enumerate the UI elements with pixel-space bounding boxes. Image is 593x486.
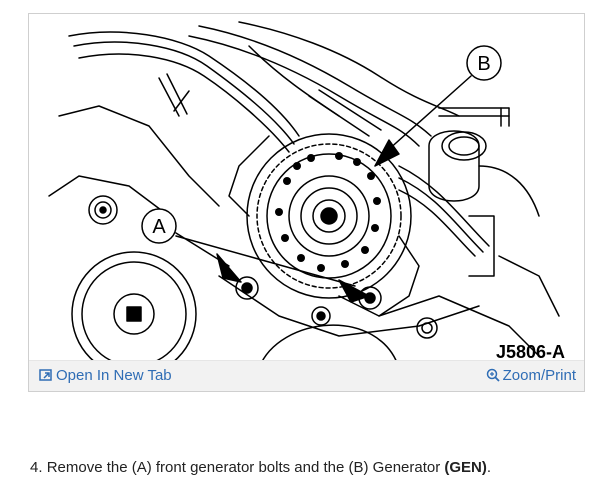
filler-cap (428, 130, 540, 217)
step-text: Remove the (A) front generator bolts and… (46, 459, 441, 476)
generator-body (228, 133, 420, 317)
wiring-harness (68, 21, 460, 153)
bolt-a-left (235, 276, 259, 300)
generator-diagram: A B J5806-A (48, 21, 565, 368)
callout-b: B (374, 45, 502, 167)
figure-container: A B J5806-A Open In New Tab Zoom/Print (28, 13, 585, 392)
lower-left-pulley (71, 251, 197, 368)
callout-a-label: A (152, 216, 166, 238)
left-bolt (88, 195, 118, 225)
lower-middle-pulley (258, 306, 400, 368)
step-bold-term: (GEN) (444, 459, 487, 476)
callout-b-label: B (477, 53, 490, 75)
figure-id: J5806-A (496, 342, 565, 362)
step-number: 4. (30, 459, 43, 476)
zoom-print-label: Zoom/Print (502, 367, 576, 384)
open-in-new-tab-link[interactable]: Open In New Tab (39, 367, 172, 385)
step-text-end: . (486, 459, 492, 476)
step-instruction: 4. Remove the (A) front generator bolts … (30, 459, 491, 476)
callout-a: A (141, 208, 370, 303)
magnifier-icon (486, 368, 500, 382)
zoom-print-link[interactable]: Zoom/Print (486, 367, 576, 385)
lower-right-bolt (416, 317, 438, 339)
open-new-tab-icon (39, 369, 52, 381)
figure-toolbar: Open In New Tab Zoom/Print (29, 360, 584, 391)
side-cables (398, 107, 510, 277)
engine-block (48, 105, 560, 357)
open-in-new-tab-label: Open In New Tab (56, 367, 172, 384)
